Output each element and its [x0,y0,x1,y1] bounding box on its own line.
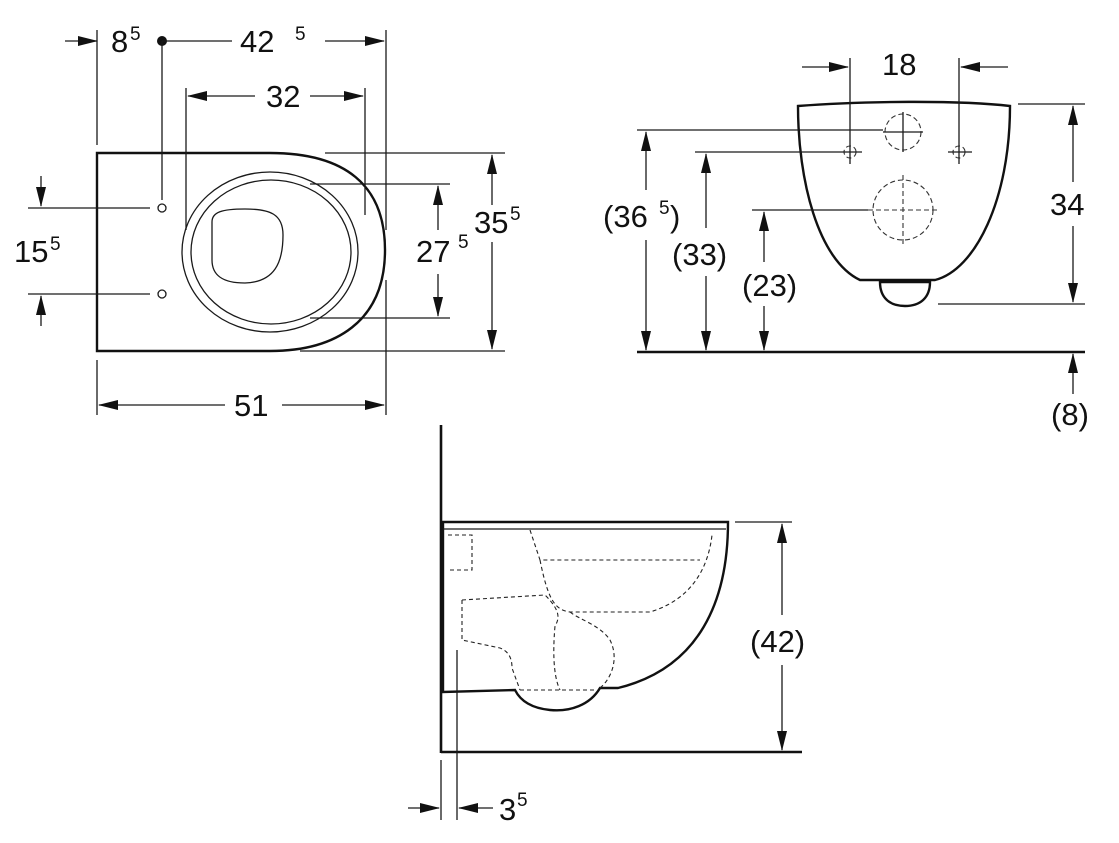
dim-floor-gap: (8) [1051,397,1089,432]
back-view-outline [796,100,1012,282]
dim-height-bolts: (33) [672,237,727,272]
dim-height-inlet: (23) [742,268,797,303]
top-view-rim-inner [190,179,352,325]
top-view-outline [95,151,387,353]
mounting-hole-upper [157,203,167,213]
side-view-outline [441,520,730,712]
dim-seat-height: (42) [750,624,805,659]
dim-left-offset: 8 [111,24,128,59]
dim-overall-length: 51 [234,388,268,423]
dim-hole-spacing-sup: 5 [50,234,61,255]
dim-bowl-width-sup: 5 [458,232,469,253]
back-view: 18 (36 5 ) (33) (23) 34 (8) [603,47,1089,432]
mounting-hole-lower [157,289,167,299]
dim-overall-width: 35 [474,205,508,240]
dim-left-offset-sup: 5 [130,24,141,45]
back-view-outlet [878,280,932,308]
top-view-rim [181,171,359,333]
dim-total-to-front: 42 [240,24,274,59]
top-view: 8 5 42 5 32 15 5 27 5 35 5 51 [14,24,521,423]
dim-overall-width-sup: 5 [510,204,521,225]
dim-hole-spacing: 15 [14,234,48,269]
dim-bolt-spacing: 18 [882,47,916,82]
dim-wall-gap-sup: 5 [517,790,528,811]
dim-height-outlet: (36 [603,199,648,234]
dim-wall-gap: 3 [499,792,516,827]
dim-height-outlet-sup: 5 [659,198,670,219]
top-view-bowl-opening [211,208,284,284]
dim-bowl-width: 27 [416,234,450,269]
dim-height-outlet-close: ) [670,199,680,234]
dim-total-to-front-sup: 5 [295,24,306,45]
dim-seat-width: 32 [266,79,300,114]
side-view: (42) 3 5 [408,425,805,827]
dim-bowl-height: 34 [1050,187,1084,222]
